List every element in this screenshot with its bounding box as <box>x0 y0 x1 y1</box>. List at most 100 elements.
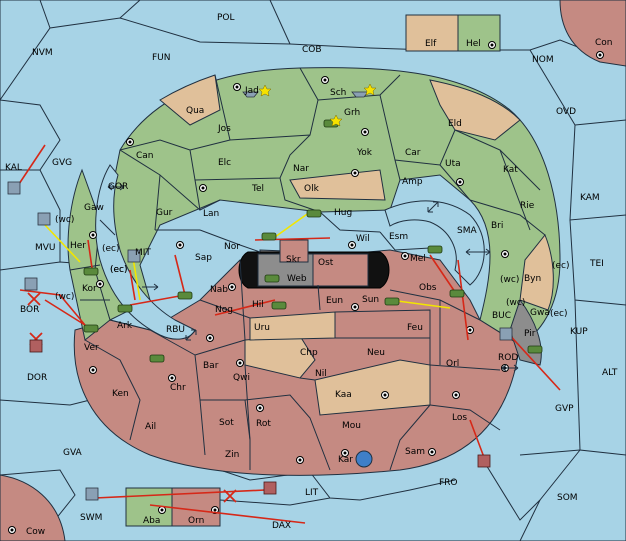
label-lan: Lan <box>203 209 219 219</box>
support-orders <box>44 211 451 309</box>
label-skr: Skr <box>286 255 301 265</box>
label-nar: Nar <box>293 164 309 174</box>
label-can: Can <box>136 151 154 161</box>
label-gvg: GVG <box>52 158 72 168</box>
label-ver: Ver <box>84 343 99 353</box>
label-los: Los <box>452 413 467 423</box>
label-gwa-ec: (ec) <box>550 309 568 319</box>
stars <box>258 83 377 127</box>
label-chr: Chr <box>170 383 186 393</box>
label-hug: Hug <box>334 208 352 218</box>
label-som: SOM <box>557 493 578 503</box>
label-kar: Kar <box>338 455 353 465</box>
label-sap: Sap <box>195 253 212 263</box>
label-sot: Sot <box>219 418 234 428</box>
label-swm: SWM <box>80 513 102 523</box>
label-pir: Pir <box>524 329 536 339</box>
label-neu: Neu <box>367 348 385 358</box>
south-borders <box>84 259 501 471</box>
sea-sma <box>384 200 485 286</box>
double-arrows <box>107 183 519 372</box>
label-olk: Olk <box>304 184 320 194</box>
label-elc: Elc <box>218 158 231 168</box>
label-orl: Orl <box>446 359 459 369</box>
label-kor: Kor <box>82 284 97 294</box>
label-obs: Obs <box>419 283 437 293</box>
label-mvu-wc: (wc) <box>55 215 74 225</box>
label-ark: Ark <box>117 321 133 331</box>
label-rie: Rie <box>520 201 535 211</box>
territory-skr[interactable] <box>279 239 309 263</box>
label-con: Con <box>595 38 613 48</box>
label-bor-wc: (wc) <box>55 292 74 302</box>
label-chp: Chp <box>300 348 318 358</box>
territory-elf[interactable] <box>405 14 459 52</box>
label-web: Web <box>287 274 307 284</box>
territory-con[interactable] <box>559 0 626 67</box>
label-jos: Jos <box>217 124 231 134</box>
label-hel: Hel <box>466 39 481 49</box>
label-yok: Yok <box>356 148 373 158</box>
label-tel: Tel <box>251 184 264 194</box>
label-feu: Feu <box>407 323 423 333</box>
label-sma: SMA <box>457 226 477 236</box>
label-fro: FRO <box>439 478 458 488</box>
label-gwa: Gwa <box>530 308 550 318</box>
label-ost: Ost <box>318 258 334 268</box>
label-bar: Bar <box>203 361 219 371</box>
label-kup: KUP <box>570 327 588 337</box>
label-orn: Orn <box>188 516 204 526</box>
territory-olk[interactable] <box>289 169 386 201</box>
label-qwi: Qwi <box>233 373 250 383</box>
label-byn: Byn <box>524 274 541 284</box>
label-gwa-wc: (wc) <box>506 298 525 308</box>
label-ken: Ken <box>112 389 129 399</box>
label-kaa: Kaa <box>335 390 352 400</box>
territory-ost-box[interactable] <box>312 253 369 287</box>
label-dor: DOR <box>27 373 47 383</box>
label-esm: Esm <box>389 232 408 242</box>
label-bor: BOR <box>20 305 39 315</box>
label-lit: LIT <box>305 488 319 498</box>
units <box>7 91 543 501</box>
label-her: Her <box>70 241 86 251</box>
label-nog: Nog <box>215 305 233 315</box>
map-labels: POL NVM FUN COB NOM Con Elf Hel OVD KAL … <box>5 13 618 537</box>
label-nil: Nil <box>315 369 327 379</box>
label-elf: Elf <box>425 39 437 49</box>
label-sch: Sch <box>330 88 346 98</box>
label-car: Car <box>405 148 421 158</box>
label-mit-ec: (ec) <box>110 265 128 275</box>
supply-centers <box>8 41 604 534</box>
label-mou: Mou <box>342 421 361 431</box>
territory-byn[interactable] <box>519 234 554 311</box>
label-gaw: Gaw <box>84 203 104 213</box>
label-wil: Wil <box>356 234 370 244</box>
label-sun: Sun <box>362 295 379 305</box>
label-jad: Jad <box>244 86 259 96</box>
label-alt: ALT <box>602 368 618 378</box>
label-gur: Gur <box>156 208 173 218</box>
label-her-ec: (ec) <box>102 244 120 254</box>
label-byn-ec: (ec) <box>552 261 570 271</box>
label-nab: Nab <box>210 285 228 295</box>
label-rbu: RBU <box>166 325 185 335</box>
territory-eld[interactable] <box>429 79 521 141</box>
label-uta: Uta <box>445 159 461 169</box>
label-buc: BUC <box>492 311 511 321</box>
label-pol: POL <box>217 13 235 23</box>
territory-qua[interactable] <box>159 74 221 126</box>
label-uru: Uru <box>254 323 270 333</box>
label-hil: Hil <box>252 300 264 310</box>
label-nvm: NVM <box>32 48 53 58</box>
label-nor: Nor <box>224 242 240 252</box>
label-mel: Mel <box>410 254 426 264</box>
label-tei: TEI <box>589 259 604 269</box>
label-zin: Zin <box>225 450 239 460</box>
label-rot: Rot <box>256 419 271 429</box>
label-cob: COB <box>302 45 322 55</box>
label-bri: Bri <box>491 221 503 231</box>
label-gor: GOR <box>108 182 128 192</box>
label-eld: Eld <box>448 119 462 129</box>
